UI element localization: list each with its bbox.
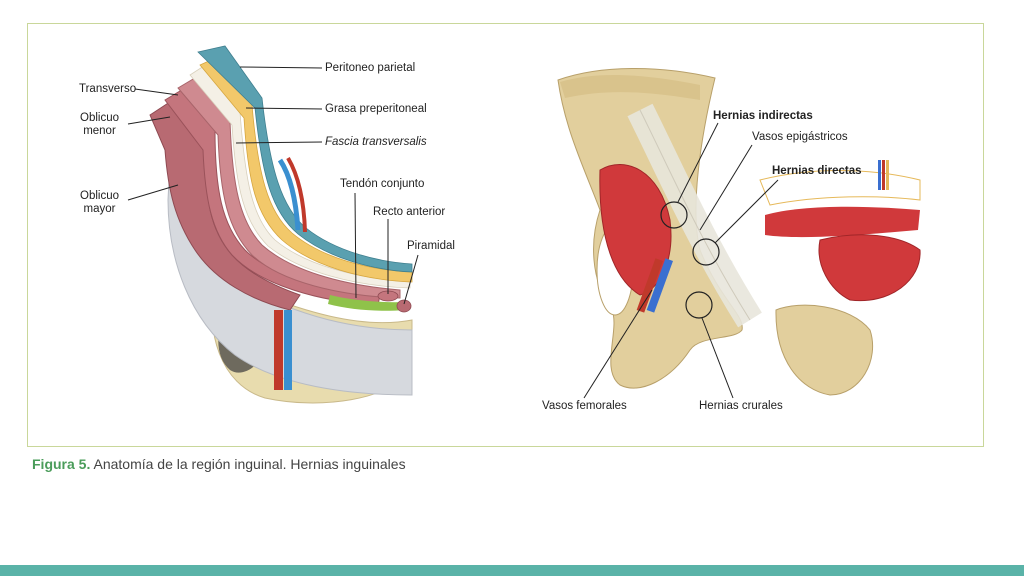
- label-hernias-crurales: Hernias crurales: [699, 400, 783, 412]
- label-tendon-conjunto: Tendón conjunto: [340, 178, 425, 190]
- label-hernias-indirectas: Hernias indirectas: [713, 110, 813, 122]
- label-oblicuo-mayor: Oblicuo mayor: [80, 190, 119, 215]
- label-recto-anterior: Recto anterior: [373, 206, 446, 218]
- bottom-accent-bar: [0, 565, 1024, 576]
- label-oblicuo-menor: Oblicuo menor: [80, 112, 119, 137]
- label-fascia-transversalis: Fascia transversalis: [325, 136, 427, 148]
- figure-caption: Figura 5. Anatomía de la región inguinal…: [32, 456, 406, 472]
- label-vasos-epigastricos: Vasos epigástricos: [752, 131, 848, 143]
- label-peritoneo-parietal: Peritoneo parietal: [325, 62, 416, 74]
- label-hernias-directas: Hernias directas: [772, 165, 862, 177]
- label-piramidal: Piramidal: [407, 240, 455, 252]
- label-vasos-femorales: Vasos femorales: [542, 400, 627, 412]
- label-grasa-preperitoneal: Grasa preperitoneal: [325, 103, 427, 115]
- caption-figure-number: Figura 5.: [32, 456, 91, 472]
- figure-frame: [27, 23, 984, 447]
- caption-text: Anatomía de la región inguinal. Hernias …: [90, 456, 406, 472]
- label-transverso: Transverso: [79, 83, 137, 95]
